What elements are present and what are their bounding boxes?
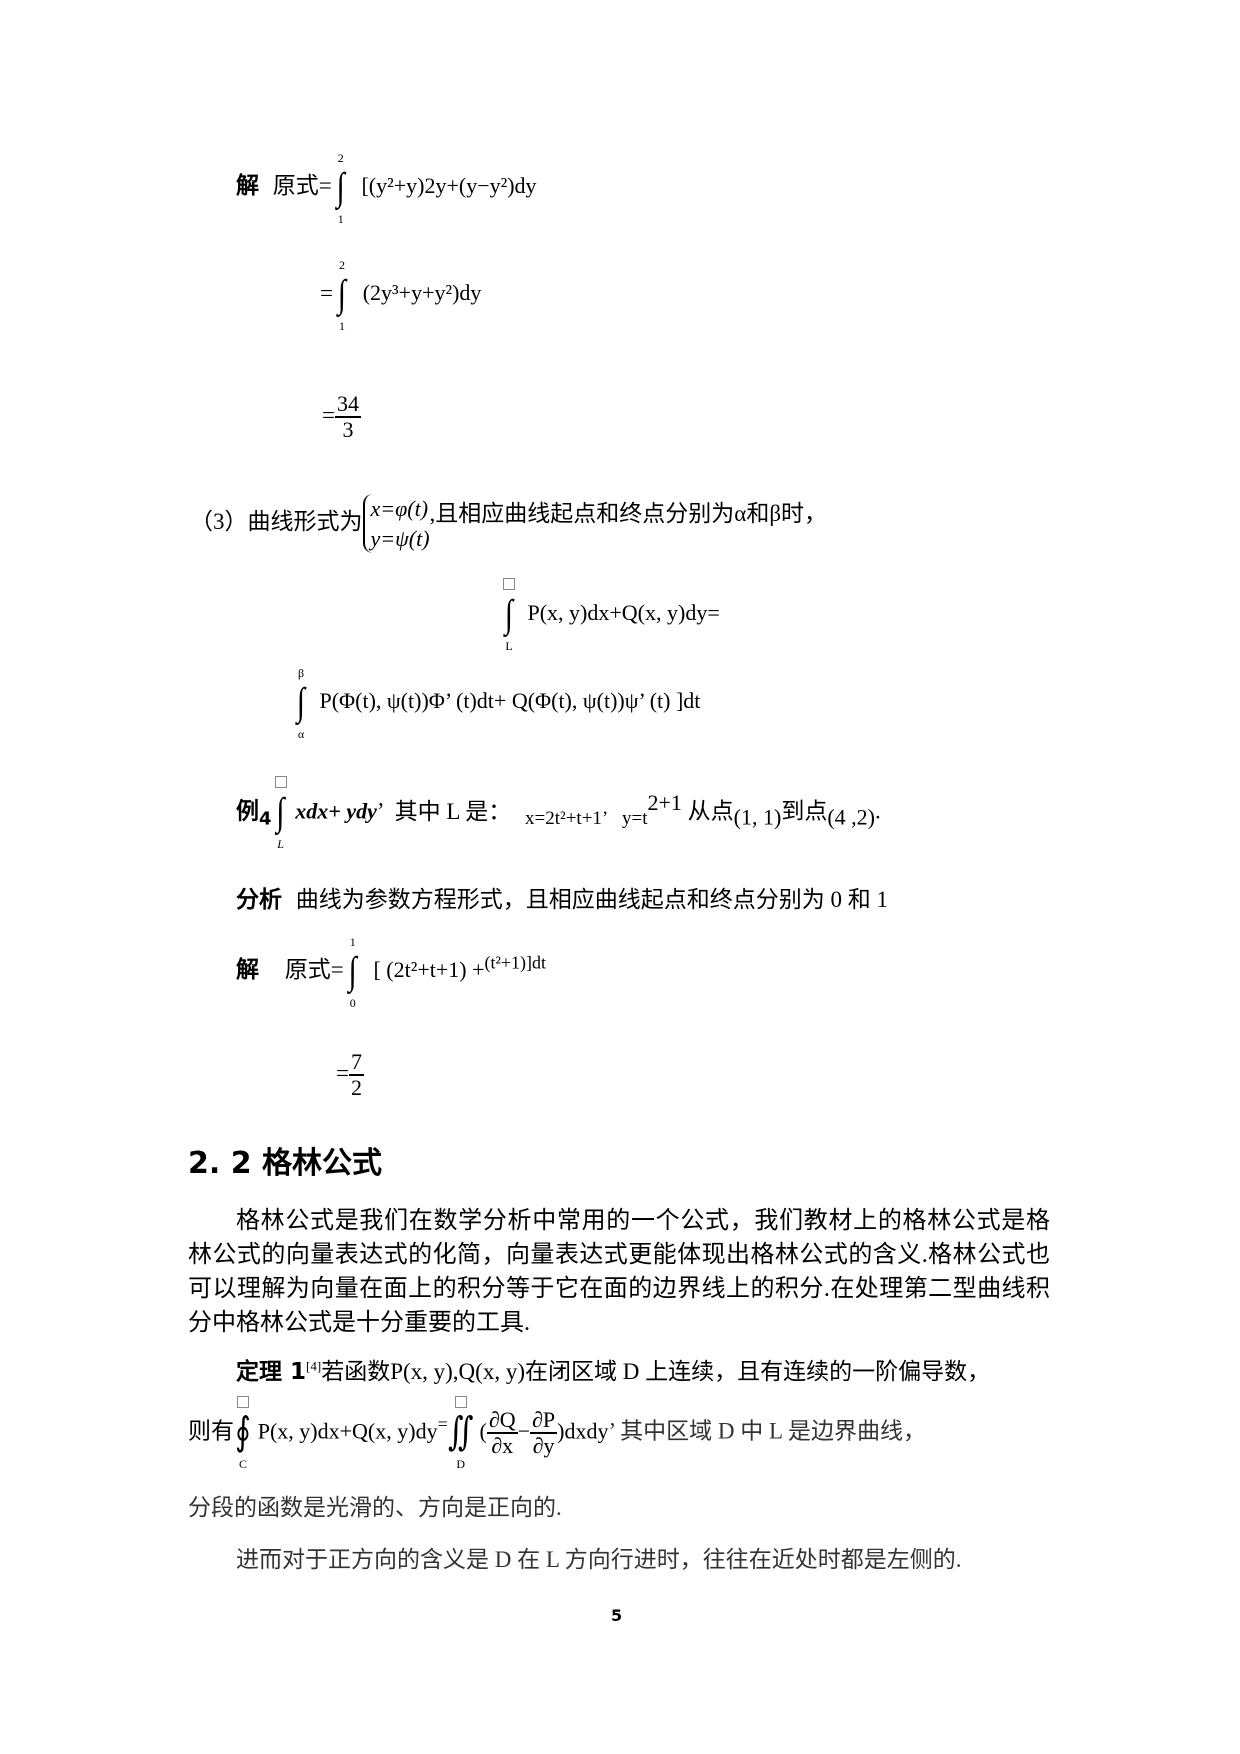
- integral-icon: 2∫1: [337, 258, 347, 333]
- solution-lhs: 原式=: [272, 173, 332, 198]
- line-integral-icon: ∫L: [500, 578, 518, 653]
- integrand: (2y³+y+y²)dy: [362, 280, 482, 306]
- line-integral-icon: ∫L: [272, 776, 290, 851]
- double-integral-icon: ∬D: [448, 1396, 474, 1471]
- section-heading: 2. 2 格林公式: [188, 1146, 383, 1181]
- solution1-line1: 解 原式= 2∫1 [(y²+y)2y+(y−y²)dy: [236, 150, 537, 226]
- solution2-line1: 解 原式=1∫0 [ (2t²+t+1) +(t²+1)]dt: [236, 934, 547, 1010]
- placeholder-box-icon: [503, 578, 515, 590]
- example4: 例4∫L xdx+ ydy’ 其中 L 是： x=2t²+t+1’ y=t2+1…: [236, 776, 881, 851]
- page-number: 5: [611, 1606, 623, 1625]
- theorem-line3: 分段的函数是光滑的、方向是正向的.: [188, 1495, 562, 1520]
- case3-statement: （3）曲线形式为x=φ(t)y=ψ(t),且相应曲线起点和终点分别为α和β时，: [190, 494, 827, 554]
- partial-p-fraction: ∂P∂y: [530, 1407, 558, 1459]
- solution1-line2: =2∫1 (2y³+y+y²)dy: [320, 258, 482, 333]
- theorem-line4: 进而对于正方向的含义是 D 在 L 方向行进时，往往在近处时都是左侧的.: [236, 1547, 962, 1572]
- case3-formula-line2: β∫α P(Φ(t), ψ(t))Φ’ (t)dt+ Q(Φ(t), ψ(t))…: [292, 666, 701, 741]
- section-paragraph: 格林公式是我们在数学分析中常用的一个公式，我们教材上的格林公式是格林公式的向量表…: [188, 1208, 1050, 1336]
- analysis-label: 分析: [236, 887, 282, 913]
- solution-label: 解: [236, 173, 259, 199]
- theorem-formula: 则有∮C P(x, y)dx+Q(x, y)dy=∬D (∂Q∂x−∂P∂y)d…: [188, 1396, 926, 1471]
- integral-icon: β∫α: [296, 666, 306, 741]
- integrand: [(y²+y)2y+(y−y²)dy: [361, 173, 537, 198]
- partial-q-fraction: ∂Q∂x: [486, 1407, 518, 1459]
- integral-icon: 1∫0: [348, 934, 357, 1010]
- integral-icon: 2∫1: [336, 150, 345, 226]
- analysis: 分析 曲线为参数方程形式，且相应曲线起点和终点分别为 0 和 1: [236, 887, 888, 913]
- placeholder-box-icon: [237, 1396, 249, 1409]
- theorem-label: 定理 1: [236, 1359, 307, 1385]
- contour-integral-icon: ∮C: [234, 1396, 252, 1471]
- equation-system: x=φ(t)y=ψ(t): [362, 494, 430, 554]
- placeholder-box-icon: [454, 1396, 467, 1409]
- placeholder-box-icon: [274, 776, 287, 789]
- citation-ref: [4]: [306, 1358, 322, 1374]
- theorem-statement: 定理 1[4]若函数P(x, y),Q(x, y)在闭区域 D 上连续，且有连续…: [236, 1358, 991, 1385]
- example-label: 例: [236, 798, 259, 825]
- case3-formula-line1: ∫L P(x, y)dx+Q(x, y)dy=: [500, 578, 720, 653]
- solution-label: 解: [236, 957, 259, 983]
